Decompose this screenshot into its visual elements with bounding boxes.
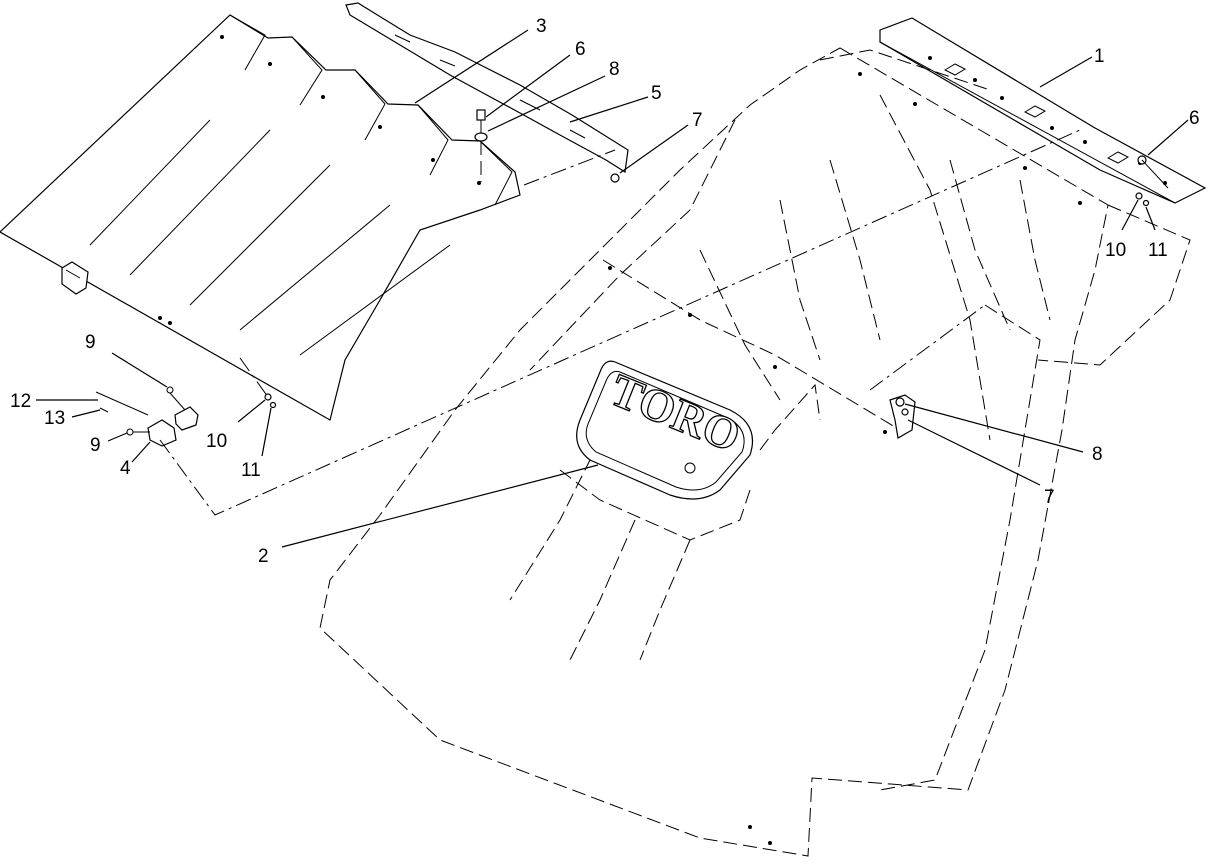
fastener-bolt-6 — [476, 109, 486, 135]
callout-9-upper: 9 — [85, 332, 96, 353]
callout-5: 5 — [651, 83, 662, 104]
callout-11-right: 11 — [1148, 240, 1168, 261]
part-4-hinge-assembly — [126, 386, 199, 447]
callout-2: 2 — [258, 546, 269, 567]
callout-3: 3 — [536, 16, 547, 37]
assembly-lines — [159, 129, 1081, 516]
leader-lines — [36, 29, 1189, 548]
washer-8 — [474, 132, 488, 182]
nut-7 — [610, 173, 620, 183]
callout-7-right: 7 — [1044, 487, 1055, 508]
callout-12: 12 — [10, 391, 31, 412]
callout-7-top: 7 — [692, 110, 703, 131]
clip-13 — [99, 407, 109, 413]
callout-4: 4 — [120, 458, 131, 479]
fastener-group-right — [1135, 155, 1169, 207]
callout-13: 13 — [44, 408, 65, 429]
part-5-bracket-strip — [345, 2, 629, 174]
latch-bracket — [889, 394, 916, 439]
callout-8-top: 8 — [609, 59, 620, 80]
part-2-cover-panel: TORO — [319, 47, 1191, 857]
callout-6-right: 6 — [1189, 108, 1200, 129]
callout-1: 1 — [1094, 46, 1105, 67]
callout-10-left: 10 — [206, 431, 227, 452]
callout-6-top: 6 — [575, 39, 586, 60]
callouts: 1 2 3 4 5 6 6 7 7 8 8 9 9 10 10 11 11 12… — [10, 16, 1200, 567]
part-1-bracket — [879, 17, 1207, 204]
pin-12 — [95, 391, 149, 416]
callout-11-left: 11 — [241, 460, 261, 481]
callout-9-lower: 9 — [90, 435, 101, 456]
part-3-ribbed-cover — [0, 14, 521, 421]
fastener-group-left — [264, 393, 277, 409]
callout-8-right: 8 — [1092, 444, 1103, 465]
callout-10-right: 10 — [1105, 240, 1126, 261]
